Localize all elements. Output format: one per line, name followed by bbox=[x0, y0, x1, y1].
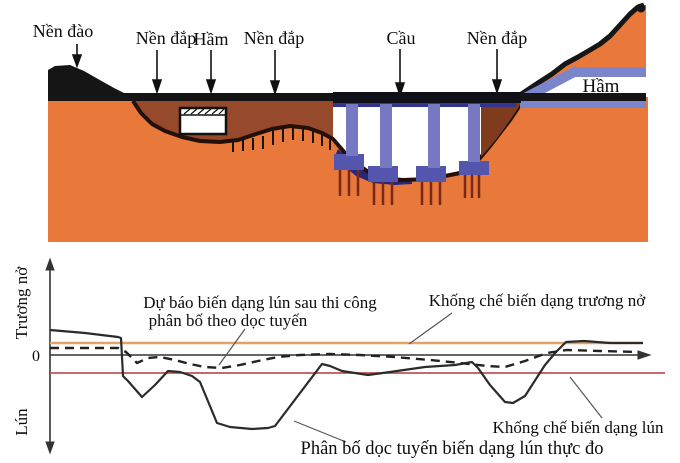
label-nen-dap-1: Nền đắp bbox=[136, 28, 196, 48]
label-nen-dap-2: Nền đắp bbox=[244, 28, 304, 48]
origin-label: 0 bbox=[32, 348, 40, 365]
y-axis-up-arrowhead bbox=[45, 257, 55, 271]
leader-swell-limit bbox=[408, 312, 453, 345]
bridge-pier bbox=[459, 104, 489, 198]
pile-group bbox=[463, 173, 481, 198]
pier-footing bbox=[368, 166, 398, 182]
leader-predicted bbox=[218, 328, 246, 366]
pier-footing bbox=[459, 161, 489, 175]
bridge-deck bbox=[333, 92, 521, 103]
tunnel-band-upper bbox=[572, 67, 646, 77]
arrow-ham-1 bbox=[205, 50, 217, 95]
mountain-peak bbox=[636, 3, 646, 13]
deformation-curves bbox=[49, 328, 643, 431]
pier-column bbox=[346, 104, 358, 156]
y-axis-settlement-label: Lún bbox=[12, 408, 31, 436]
y-axis-swell-label: Trương nở bbox=[12, 266, 31, 339]
pile-group bbox=[420, 181, 442, 205]
tunnel-box-hatch bbox=[183, 108, 225, 115]
label-cau: Cầu bbox=[387, 28, 416, 48]
arrow-nen-dap-3 bbox=[491, 49, 503, 95]
pier-footing bbox=[334, 154, 364, 170]
arrow-nen-dap-1 bbox=[151, 50, 163, 95]
leader-settlement-limit bbox=[569, 376, 603, 419]
arrow-nen-dap-2 bbox=[269, 50, 281, 96]
bridge-pier bbox=[416, 104, 446, 205]
label-ham-1: Hầm bbox=[194, 29, 229, 49]
predicted-settlement-curve bbox=[50, 346, 639, 370]
pier-column bbox=[428, 104, 440, 168]
cut-hill bbox=[48, 65, 133, 101]
annotation-predicted-line1: Dự báo biến dạng lún sau thi công bbox=[143, 293, 377, 312]
y-axis-down-arrowhead bbox=[45, 441, 55, 455]
deformation-chart: Trương nở Lún 0 Dự báo biến dạng lún sau… bbox=[12, 257, 665, 459]
arrow-cau bbox=[394, 49, 406, 98]
reference-lines bbox=[50, 341, 665, 374]
annotation-swell-limit: Khống chế biến dạng trương nở bbox=[429, 291, 647, 310]
tunnel-band-lower bbox=[520, 101, 646, 108]
pier-footing bbox=[416, 166, 446, 182]
embankment-fill-right bbox=[481, 101, 522, 157]
label-ham-2: Hầm bbox=[583, 76, 620, 97]
annotation-settlement-limit: Khống chế biến dạng lún bbox=[493, 418, 664, 437]
tunnel-interior bbox=[521, 77, 646, 99]
leader-measured bbox=[293, 420, 347, 443]
label-nen-dap-3: Nền đắp bbox=[467, 28, 527, 48]
pile-group bbox=[338, 170, 360, 196]
label-arrows bbox=[71, 44, 503, 98]
bridge-pier bbox=[368, 104, 398, 205]
label-nen-dao: Nền đào bbox=[33, 21, 93, 41]
leader-lines bbox=[218, 312, 603, 443]
pile-group bbox=[372, 181, 394, 205]
bridge-deck-soffit bbox=[333, 103, 516, 107]
pier-column bbox=[468, 104, 480, 162]
bridge bbox=[333, 92, 521, 205]
pier-column bbox=[380, 104, 392, 168]
arrow-nen-dao bbox=[71, 44, 83, 69]
bridge-pier bbox=[334, 104, 364, 196]
annotation-measured: Phân bố dọc tuyến biến dạng lún thực đo bbox=[301, 439, 604, 459]
measured-settlement-curve bbox=[49, 328, 643, 431]
x-axis-arrowhead bbox=[637, 350, 652, 360]
cross-section-diagram: Nền đào Nền đắp Hầm Nền đắp Cầu Nền đắp … bbox=[33, 2, 648, 242]
tunnel-box bbox=[178, 106, 228, 136]
annotation-predicted-line2: phân bố theo dọc tuyến bbox=[149, 311, 308, 330]
